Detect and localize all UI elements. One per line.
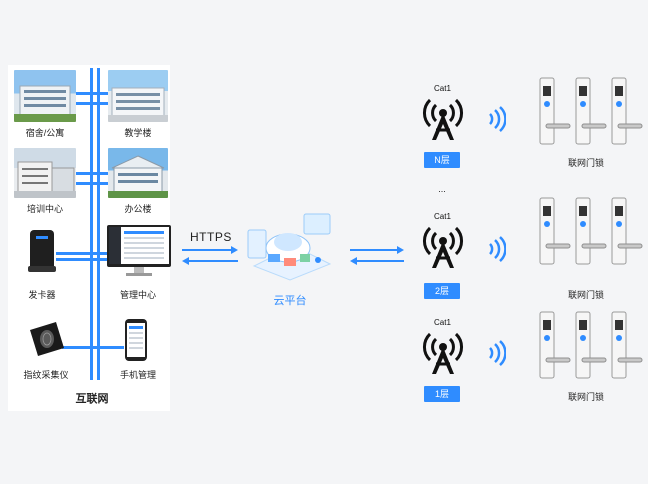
office-label: 办公楼 <box>124 204 152 214</box>
fingerprint-device <box>26 318 66 358</box>
cloud-platform-icon <box>247 213 332 281</box>
dorm-building-icon <box>14 85 76 122</box>
dorm-picture <box>14 70 76 122</box>
tower-n-floor-badge: N层 <box>424 152 460 168</box>
card-issuer-device <box>24 228 60 274</box>
office-building-icon <box>108 155 168 198</box>
phone-icon <box>125 319 147 361</box>
bus-link-finger <box>62 346 124 349</box>
door-lock-icon <box>611 197 643 265</box>
door-lock-icon <box>575 197 607 265</box>
door-lock-icon <box>539 311 571 379</box>
wifi-signal-icon-1 <box>489 340 506 366</box>
door-lock-icon <box>539 77 571 145</box>
door-locks-icon <box>539 197 643 265</box>
tower-2-icon <box>423 226 463 268</box>
bus-link-mgmt <box>56 258 108 261</box>
tower-2-cat-label: Cat1 <box>434 212 451 221</box>
card-reader-icon <box>28 230 56 272</box>
network-bus-right <box>97 68 100 380</box>
tower-1-cat-label: Cat1 <box>434 318 451 327</box>
lock-group-1 <box>536 310 646 380</box>
management-center-label: 管理中心 <box>119 290 156 300</box>
cloud-label: 云平台 <box>273 295 307 307</box>
bus-link-devices <box>56 252 108 255</box>
tower-2-floor-badge: 2层 <box>424 283 460 299</box>
cloud-tower-arrows <box>350 246 404 265</box>
ellipsis-label: ... <box>438 184 446 194</box>
teaching-building-icon <box>108 87 168 122</box>
tower-1-floor-badge: 1层 <box>424 386 460 402</box>
locks-label-2: 联网门锁 <box>567 290 604 300</box>
bus-link-dorm <box>76 92 108 95</box>
door-lock-icon <box>575 311 607 379</box>
network-bus-left <box>90 68 93 380</box>
bus-link-teaching <box>76 102 108 105</box>
tower-n-cat-label: Cat1 <box>434 84 451 93</box>
fingerprint-label: 指纹采集仪 <box>23 370 69 380</box>
lock-group-2 <box>536 196 646 266</box>
lock-group-n <box>536 76 646 146</box>
card-issuer-label: 发卡器 <box>28 290 56 300</box>
fingerprint-icon <box>30 322 64 356</box>
monitor-icon <box>107 225 171 276</box>
training-label: 培训中心 <box>26 204 63 214</box>
door-lock-icon <box>575 77 607 145</box>
locks-label-1: 联网门锁 <box>567 392 604 402</box>
teaching-label: 教学楼 <box>124 128 152 138</box>
management-monitor <box>106 224 172 278</box>
door-locks-icon <box>539 77 643 145</box>
door-lock-icon <box>539 197 571 265</box>
mobile-label: 手机管理 <box>119 370 156 380</box>
dorm-label: 宿舍/公寓 <box>25 128 65 138</box>
tower-n-icon <box>423 98 463 140</box>
bus-link-office <box>76 182 108 185</box>
door-lock-icon <box>611 77 643 145</box>
wifi-signal-icon-2 <box>489 236 506 262</box>
door-locks-icon <box>539 311 643 379</box>
wifi-signal-icon-n <box>489 106 506 132</box>
https-label: HTTPS <box>190 230 232 244</box>
training-picture <box>14 148 76 198</box>
door-lock-icon <box>611 311 643 379</box>
office-picture <box>108 148 168 198</box>
tower-1-icon <box>423 332 463 374</box>
https-arrows <box>182 246 238 265</box>
training-building-icon <box>14 161 76 198</box>
network-label: 互联网 <box>75 393 109 405</box>
teaching-picture <box>108 70 168 122</box>
locks-label-n: 联网门锁 <box>567 158 604 168</box>
bus-link-training <box>76 172 108 175</box>
mobile-phone-device <box>124 318 148 362</box>
